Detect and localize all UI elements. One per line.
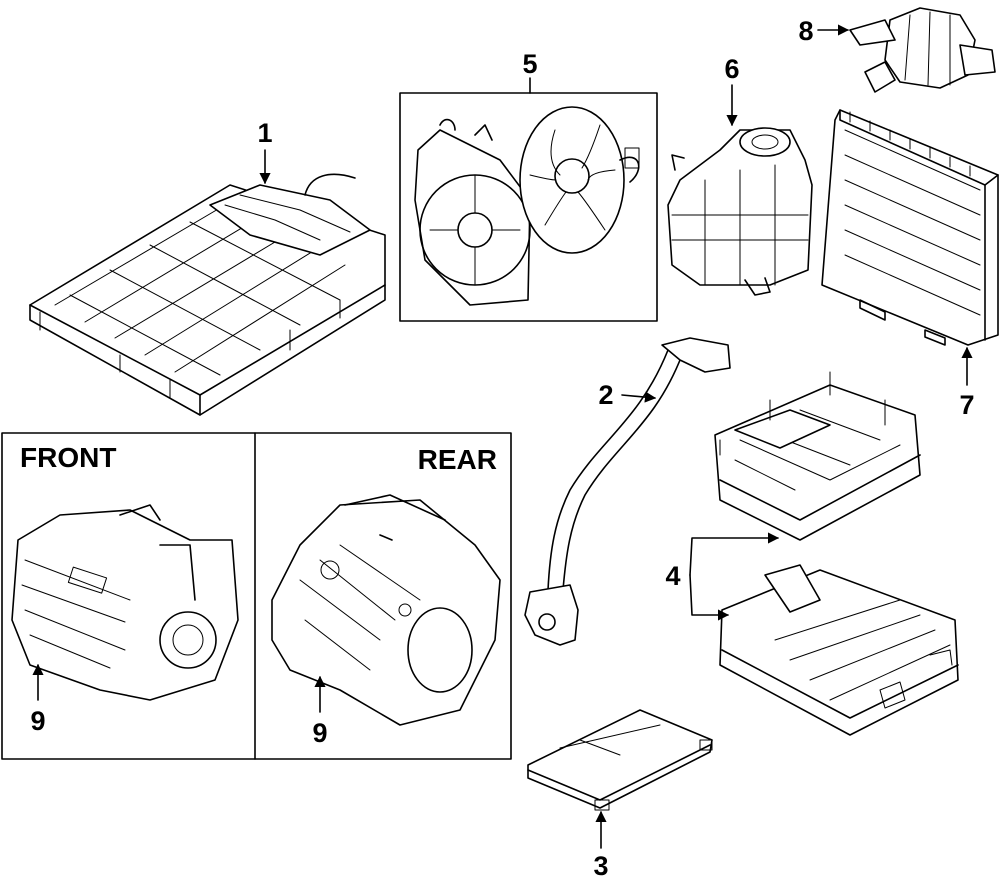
callout-4: 4 — [665, 561, 680, 591]
cooling-fan-icon[interactable] — [414, 106, 640, 306]
front-drive-motor-icon[interactable] — [11, 504, 239, 701]
callout-9-rear: 9 — [312, 718, 327, 748]
callout-7: 7 — [959, 390, 974, 420]
leader-arrows — [32, 24, 973, 849]
front-panel-label: FRONT — [20, 442, 116, 473]
water-pump-icon[interactable] — [849, 7, 996, 93]
callout-6: 6 — [724, 54, 739, 84]
callout-1: 1 — [257, 118, 272, 148]
callout-8: 8 — [798, 16, 813, 46]
callout-3: 3 — [593, 851, 608, 879]
inverter-icon[interactable] — [714, 371, 959, 736]
battery-tray-icon[interactable] — [29, 173, 386, 416]
rear-panel-label: REAR — [418, 444, 497, 475]
radiator-icon[interactable] — [821, 109, 999, 346]
hv-cable-icon[interactable] — [524, 337, 731, 646]
callout-9-front: 9 — [30, 706, 45, 736]
coolant-reservoir-icon[interactable] — [667, 127, 813, 296]
callout-5: 5 — [522, 49, 537, 79]
control-module-icon[interactable] — [527, 709, 713, 811]
callout-2: 2 — [598, 380, 613, 410]
rear-drive-motor-icon[interactable] — [271, 494, 501, 726]
motor-panels — [1, 432, 512, 760]
cooling-fan-box — [399, 92, 658, 322]
